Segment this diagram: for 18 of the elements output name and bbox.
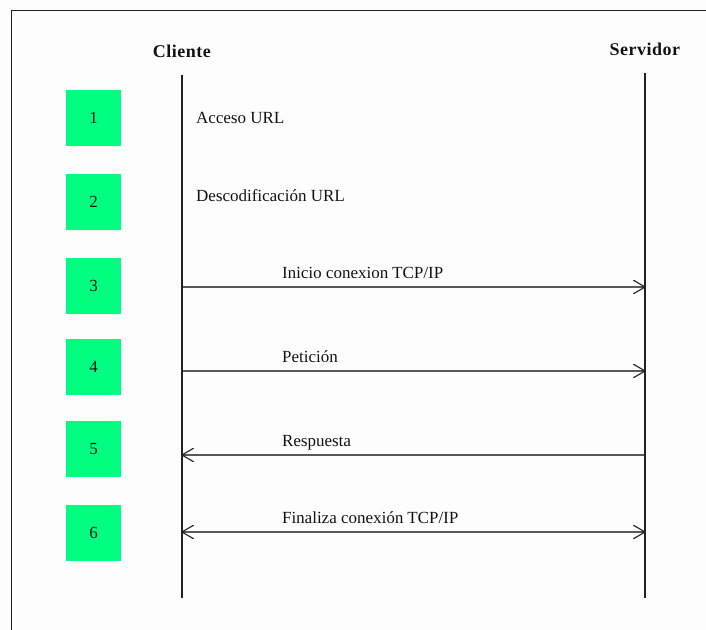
step-number-box: 1 — [66, 90, 121, 146]
message-arrow — [181, 524, 646, 540]
edge-label: Petición — [282, 347, 338, 367]
edge-label: Respuesta — [282, 431, 351, 451]
step-number-box: 3 — [66, 258, 121, 314]
step-number-box: 6 — [66, 505, 121, 561]
message-arrow — [182, 279, 646, 295]
message-arrow — [182, 363, 646, 379]
step-number-box: 4 — [66, 339, 121, 395]
participant-name: Servidor — [610, 38, 680, 61]
participant-name: Cliente — [152, 40, 212, 63]
message-arrow — [181, 447, 645, 463]
step-number-box: 2 — [66, 174, 121, 230]
edge-label: Finaliza conexión TCP/IP — [282, 508, 458, 528]
edge-label: Inicio conexion TCP/IP — [282, 263, 444, 283]
step-number-box: 5 — [66, 421, 121, 477]
step-description: Descodificación URL — [196, 186, 345, 206]
step-description: Acceso URL — [196, 108, 284, 128]
